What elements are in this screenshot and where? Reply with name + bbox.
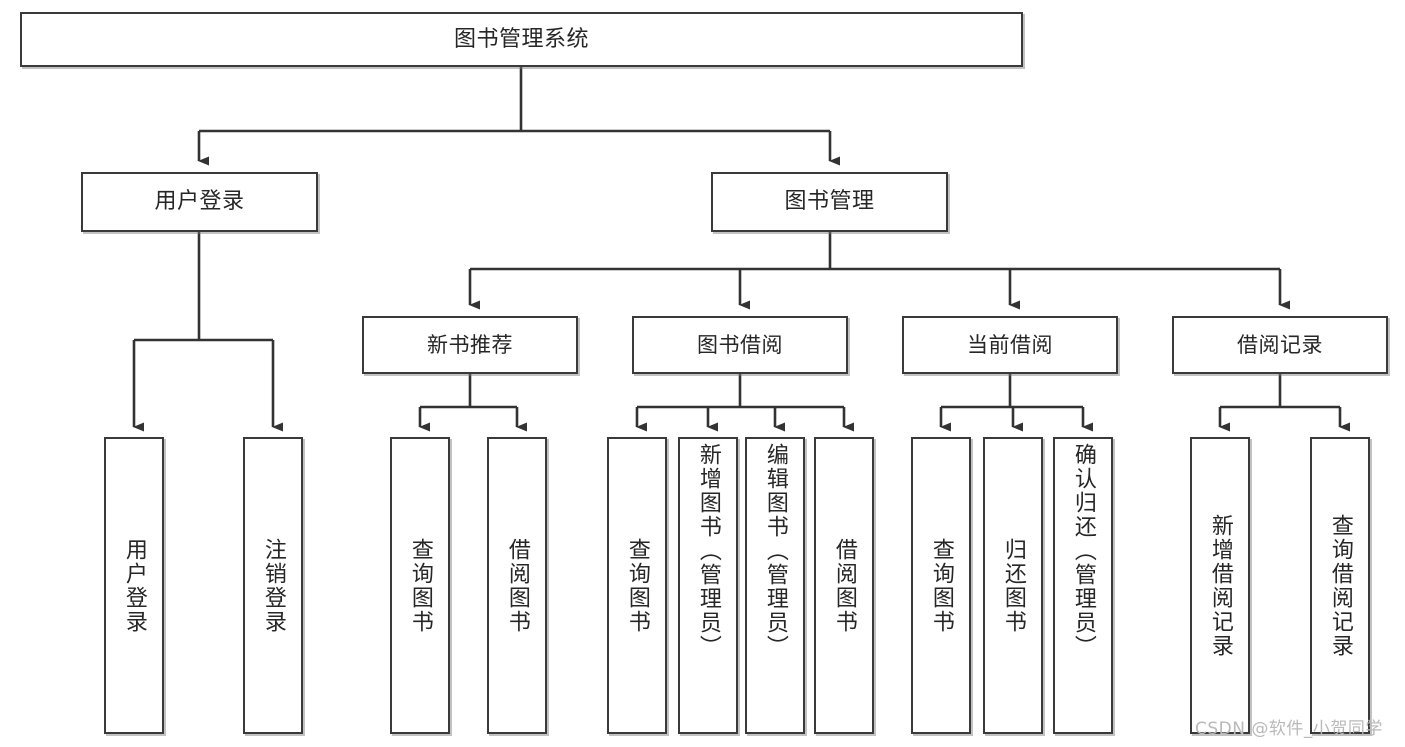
node-label: 新增图书（管理员） (695, 443, 721, 659)
node-label: 查询图书 (624, 537, 650, 634)
node-book-management[interactable]: 图书管理 (711, 172, 948, 232)
node-label: 用户登录 (121, 537, 147, 634)
node-label: 查询图书 (407, 537, 433, 634)
node-label: 编辑图书（管理员） (762, 443, 788, 659)
node-leaf-query-book-recommendation[interactable]: 查询图书 (390, 437, 450, 734)
node-label: 图书借阅 (697, 332, 783, 357)
node-leaf-logout-login[interactable]: 注销登录 (243, 437, 303, 734)
connector-lines (132, 67, 1350, 432)
node-leaf-query-book-borrow[interactable]: 查询图书 (607, 437, 667, 734)
node-leaf-return-book[interactable]: 归还图书 (983, 437, 1043, 734)
node-leaf-confirm-return-admin[interactable]: 确认归还（管理员） (1053, 437, 1113, 734)
node-label: 当前借阅 (967, 332, 1053, 357)
node-leaf-borrow-book-borrow[interactable]: 借阅图书 (814, 437, 874, 734)
node-label: 图书管理 (784, 189, 875, 215)
node-label: 图书管理系统 (453, 26, 589, 52)
node-leaf-query-borrow-record[interactable]: 查询借阅记录 (1310, 437, 1370, 734)
node-user-login[interactable]: 用户登录 (81, 172, 318, 232)
node-leaf-edit-book-admin[interactable]: 编辑图书（管理员） (745, 437, 805, 734)
node-label: 新书推荐 (427, 332, 513, 357)
node-label: 借阅图书 (831, 537, 857, 634)
node-leaf-borrow-book-recommendation[interactable]: 借阅图书 (487, 437, 547, 734)
node-label: 用户登录 (154, 189, 245, 215)
node-new-book-recommendation[interactable]: 新书推荐 (362, 316, 578, 374)
node-label: 注销登录 (260, 537, 286, 634)
node-leaf-query-book-current[interactable]: 查询图书 (911, 437, 971, 734)
node-leaf-add-book-admin[interactable]: 新增图书（管理员） (678, 437, 738, 734)
node-label: 借阅图书 (504, 537, 530, 634)
node-label: 确认归还（管理员） (1070, 443, 1096, 659)
node-label: 查询图书 (928, 537, 954, 634)
node-root-book-management-system[interactable]: 图书管理系统 (20, 12, 1023, 67)
node-label: 归还图书 (1000, 537, 1026, 634)
node-label: 借阅记录 (1237, 332, 1323, 357)
node-label: 新增借阅记录 (1207, 513, 1233, 658)
node-borrow-record[interactable]: 借阅记录 (1172, 316, 1388, 374)
node-leaf-add-borrow-record[interactable]: 新增借阅记录 (1190, 437, 1250, 734)
node-book-borrow[interactable]: 图书借阅 (632, 316, 848, 374)
node-label: 查询借阅记录 (1327, 513, 1353, 658)
node-current-borrow[interactable]: 当前借阅 (902, 316, 1118, 374)
node-leaf-user-login[interactable]: 用户登录 (104, 437, 164, 734)
